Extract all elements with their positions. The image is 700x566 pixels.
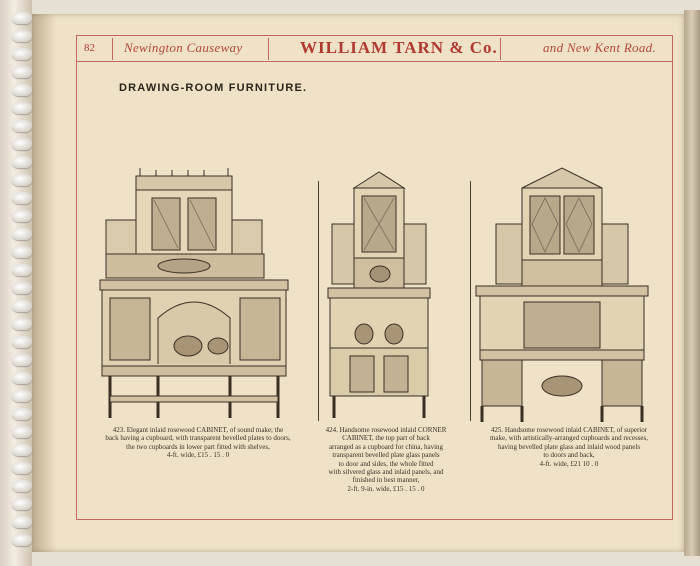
binding-ring [12, 354, 32, 366]
caption-line: 425. Handsome rosewood inlaid CABINET, o… [490, 426, 648, 434]
binding-ring [12, 462, 32, 474]
binding-ring [12, 192, 32, 204]
caption-line: transparent bevelled plate glass panels [332, 451, 440, 460]
binding-ring [12, 426, 32, 438]
item-caption-423: 423. Elegant inlaid rosewood CABINET, of… [98, 426, 298, 460]
caption-line: make, with artistically-arranged cupboar… [489, 434, 649, 443]
gutter-shadow [30, 14, 56, 552]
binding-ring [12, 282, 32, 294]
binding-ring [12, 12, 32, 24]
column-divider [318, 181, 319, 421]
caption-line: CABINET, the top part of back [342, 434, 430, 443]
book-page-edges [684, 10, 700, 556]
binding-ring [12, 390, 32, 402]
caption-price: 4-ft. wide, £21 10 . 0 [539, 459, 599, 468]
cabinet-illustration [475, 167, 649, 422]
binding-ring [12, 156, 32, 168]
section-title: DRAWING-ROOM FURNITURE. [119, 82, 308, 94]
caption-line: 423. Elegant inlaid rosewood CABINET, of… [112, 426, 284, 434]
caption-line: back having a cupboard, with transparent… [105, 434, 291, 443]
binding-ring [12, 84, 32, 96]
binding-ring [12, 480, 32, 492]
binding-ring [12, 264, 32, 276]
binding-ring [12, 174, 32, 186]
caption-line: 424. Handsome rosewood inlaid CORNER [325, 426, 447, 434]
binding-ring [12, 444, 32, 456]
caption-price: 2-ft. 9-in. wide, £15 . 15 . 0 [347, 484, 425, 493]
binding-ring [12, 534, 32, 546]
binding-ring [12, 516, 32, 528]
binding-ring [12, 48, 32, 60]
binding-ring [12, 66, 32, 78]
item-caption-425: 425. Handsome rosewood inlaid CABINET, o… [474, 426, 664, 468]
binding-ring [12, 372, 32, 384]
binding-ring [12, 138, 32, 150]
binding-ring [12, 210, 32, 222]
caption-line: with silvered glass and inlaid panels, a… [328, 468, 444, 477]
binding-ring [12, 102, 32, 114]
binding-ring [12, 336, 32, 348]
caption-line: arranged as a cupboard for china, having [328, 442, 444, 451]
header-divider [500, 38, 501, 60]
caption-line: finished in best manner, [352, 476, 420, 485]
caption-price: 4-ft. wide, £15 . 15 . 0 [166, 451, 230, 460]
header-divider [112, 38, 113, 60]
binding-ring [12, 120, 32, 132]
binding-ring [12, 318, 32, 330]
binding-ring [12, 300, 32, 312]
item-caption-424: 424. Handsome rosewood inlaid CORNER CAB… [316, 426, 456, 493]
column-divider [470, 181, 471, 421]
binding-ring [12, 246, 32, 258]
header-left-address: Newington Causeway [124, 40, 243, 55]
binding-ring [12, 228, 32, 240]
page-number: 82 [84, 42, 95, 54]
header-right-address: and New Kent Road. [543, 40, 657, 55]
corner-cabinet-illustration [327, 171, 431, 418]
caption-line: to door and sides, the whole fitted [338, 459, 434, 468]
header-company-name: WILLIAM TARN & Co. [300, 38, 498, 57]
caption-line: to doors and back, [543, 451, 595, 460]
caption-line: the two cupboards in lower part fitted w… [126, 442, 270, 451]
spiral-binding [0, 0, 32, 566]
binding-ring [12, 30, 32, 42]
header-divider [268, 38, 269, 60]
page-border [76, 35, 673, 520]
caption-line: having bevelled plate glass and inlaid w… [497, 442, 641, 451]
cabinet-illustration [99, 168, 289, 418]
header-rule [76, 61, 672, 62]
binding-ring [12, 408, 32, 420]
binding-ring [12, 498, 32, 510]
